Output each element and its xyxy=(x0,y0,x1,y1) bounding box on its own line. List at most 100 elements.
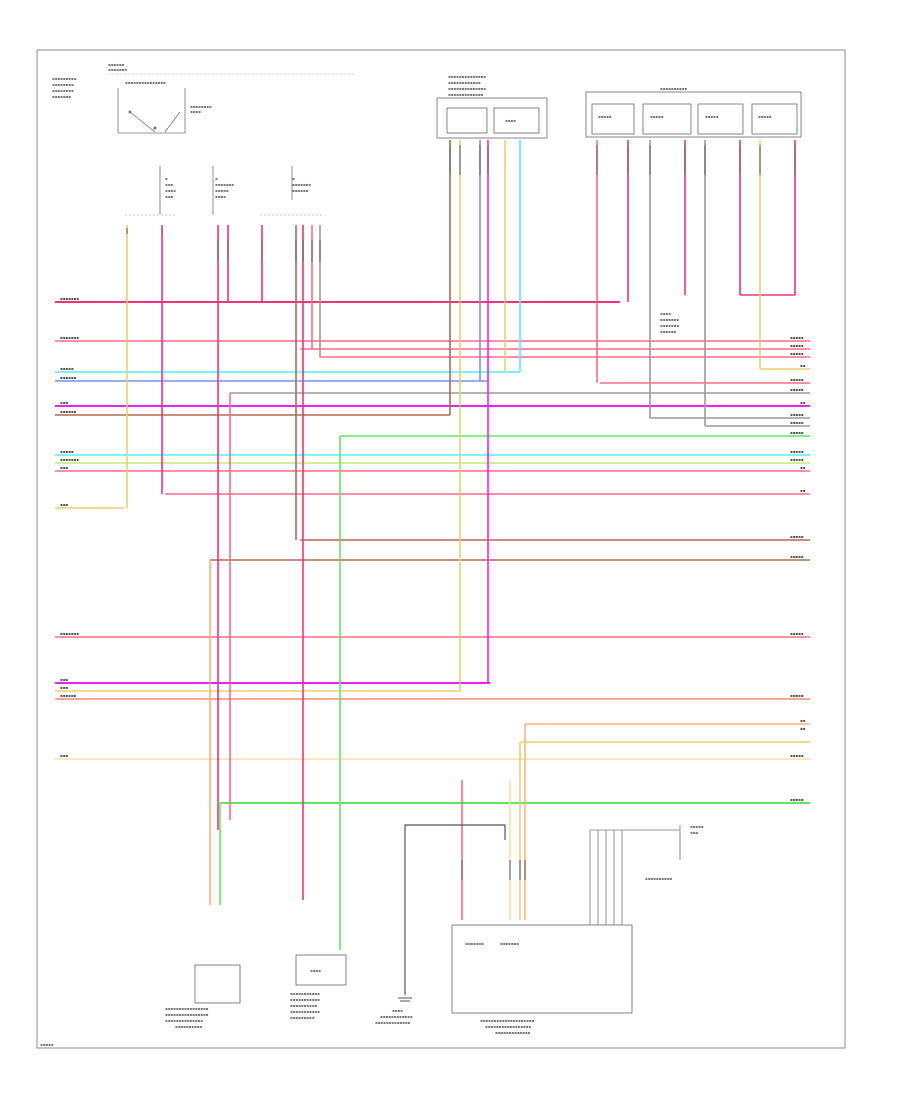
svg-text:▪▪▪: ▪▪▪ xyxy=(690,830,698,835)
svg-text:▪▪▪▪▪: ▪▪▪▪▪ xyxy=(790,351,804,356)
svg-text:▪▪▪▪▪▪▪▪▪▪▪: ▪▪▪▪▪▪▪▪▪▪▪ xyxy=(290,1009,320,1014)
svg-text:▪▪▪▪▪▪▪▪▪▪▪▪▪: ▪▪▪▪▪▪▪▪▪▪▪▪▪ xyxy=(495,1030,531,1035)
svg-text:▪▪▪▪▪▪▪▪▪▪▪▪▪▪▪▪▪: ▪▪▪▪▪▪▪▪▪▪▪▪▪▪▪▪▪ xyxy=(485,1024,531,1029)
svg-text:▪▪▪▪▪▪▪▪▪: ▪▪▪▪▪▪▪▪▪ xyxy=(290,1015,315,1020)
top-left-switch-area: ▪▪▪▪▪▪▪▪▪ ▪▪▪▪▪▪▪▪ ▪▪▪▪▪▪▪▪ ▪▪▪▪▪▪▪ ▪▪▪▪… xyxy=(52,62,355,134)
svg-text:▪▪▪▪▪: ▪▪▪▪▪ xyxy=(650,114,664,119)
svg-text:▪▪▪▪▪▪▪: ▪▪▪▪▪▪▪ xyxy=(215,182,234,187)
svg-text:▪: ▪ xyxy=(292,176,295,181)
svg-text:▪▪▪▪▪▪▪: ▪▪▪▪▪▪▪ xyxy=(60,296,79,301)
left-wire-labels: ▪▪▪▪▪▪▪ ▪▪▪▪▪▪▪ ▪▪▪▪▪ ▪▪▪▪▪▪ ▪▪▪ ▪▪▪▪▪▪ … xyxy=(60,296,79,758)
svg-text:▪▪▪▪▪▪▪: ▪▪▪▪▪▪▪ xyxy=(465,941,484,946)
svg-text:▪▪▪▪▪▪: ▪▪▪▪▪▪ xyxy=(60,693,77,698)
svg-text:▪▪▪: ▪▪▪ xyxy=(60,753,68,758)
svg-text:▪▪▪▪▪▪▪▪▪▪▪▪▪: ▪▪▪▪▪▪▪▪▪▪▪▪▪ xyxy=(375,1020,411,1025)
svg-text:▪▪▪▪▪▪▪▪▪▪: ▪▪▪▪▪▪▪▪▪▪ xyxy=(645,876,672,881)
svg-text:▪▪▪▪▪▪▪▪▪▪: ▪▪▪▪▪▪▪▪▪▪ xyxy=(290,1003,317,1008)
svg-text:▪▪▪▪▪▪▪: ▪▪▪▪▪▪▪ xyxy=(60,631,79,636)
svg-text:▪▪▪▪: ▪▪▪▪ xyxy=(190,109,201,114)
svg-text:▪▪▪▪▪▪▪▪▪▪▪: ▪▪▪▪▪▪▪▪▪▪▪ xyxy=(290,991,320,996)
svg-text:▪: ▪ xyxy=(165,176,168,181)
svg-text:▪: ▪ xyxy=(215,176,218,181)
horizontal-wires xyxy=(55,301,810,804)
svg-text:▪▪▪▪▪▪▪▪▪▪: ▪▪▪▪▪▪▪▪▪▪ xyxy=(660,86,687,91)
svg-text:▪▪: ▪▪ xyxy=(800,488,806,493)
svg-text:▪▪▪▪▪: ▪▪▪▪▪ xyxy=(790,753,804,758)
svg-text:▪▪▪▪▪▪▪▪▪▪▪▪▪▪▪▪: ▪▪▪▪▪▪▪▪▪▪▪▪▪▪▪▪ xyxy=(165,1012,209,1017)
svg-text:▪▪▪▪▪: ▪▪▪▪▪ xyxy=(790,631,804,636)
svg-text:▪▪▪▪▪▪: ▪▪▪▪▪▪ xyxy=(660,329,677,334)
svg-text:▪▪▪▪▪: ▪▪▪▪▪ xyxy=(790,797,804,802)
svg-text:▪▪▪▪: ▪▪▪▪ xyxy=(660,311,671,316)
svg-text:▪▪▪▪▪: ▪▪▪▪▪ xyxy=(598,114,612,119)
svg-text:▪▪▪: ▪▪▪ xyxy=(60,677,68,682)
svg-text:▪▪▪▪▪▪: ▪▪▪▪▪▪ xyxy=(108,62,125,67)
page-ref: ▪▪▪▪▪ xyxy=(40,1042,54,1047)
svg-text:▪▪▪▪▪: ▪▪▪▪▪ xyxy=(790,387,804,392)
svg-text:▪▪▪▪▪: ▪▪▪▪▪ xyxy=(60,366,74,371)
svg-text:▪▪▪▪▪▪▪▪▪▪▪▪▪▪: ▪▪▪▪▪▪▪▪▪▪▪▪▪▪ xyxy=(448,86,486,91)
svg-text:▪▪▪▪▪▪▪▪▪▪▪▪▪▪: ▪▪▪▪▪▪▪▪▪▪▪▪▪▪ xyxy=(165,1018,203,1023)
svg-text:▪▪▪▪: ▪▪▪▪ xyxy=(215,194,226,199)
svg-text:▪▪▪▪▪▪▪: ▪▪▪▪▪▪▪ xyxy=(500,941,519,946)
svg-text:▪▪▪▪▪▪: ▪▪▪▪▪▪ xyxy=(60,375,77,380)
svg-text:▪▪▪▪▪: ▪▪▪▪▪ xyxy=(790,420,804,425)
svg-text:▪▪▪: ▪▪▪ xyxy=(165,182,173,187)
svg-text:▪▪: ▪▪ xyxy=(800,465,806,470)
svg-text:▪▪▪▪▪▪▪▪▪▪▪: ▪▪▪▪▪▪▪▪▪▪▪ xyxy=(290,997,320,1002)
svg-text:▪▪▪: ▪▪▪ xyxy=(60,685,68,690)
bottom-left-sensor: ▪▪▪▪▪▪▪▪▪▪▪▪▪▪▪▪ ▪▪▪▪▪▪▪▪▪▪▪▪▪▪▪▪ ▪▪▪▪▪▪… xyxy=(165,964,241,1029)
svg-text:▪▪▪▪▪▪▪: ▪▪▪▪▪▪▪ xyxy=(660,323,679,328)
svg-text:▪▪▪▪▪: ▪▪▪▪▪ xyxy=(758,114,772,119)
svg-text:▪▪▪▪▪: ▪▪▪▪▪ xyxy=(790,335,804,340)
svg-text:▪▪▪▪▪▪▪▪▪▪▪▪▪▪▪▪: ▪▪▪▪▪▪▪▪▪▪▪▪▪▪▪▪ xyxy=(165,1006,209,1011)
bottom-right-control-module: ▪▪▪▪▪▪▪ ▪▪▪▪▪▪▪ ▪▪▪▪▪▪▪▪▪▪▪▪▪▪▪▪▪▪▪▪ ▪▪▪… xyxy=(451,824,704,1035)
svg-text:▪▪▪▪▪▪▪: ▪▪▪▪▪▪▪ xyxy=(660,317,679,322)
svg-text:▪▪▪▪▪▪▪▪▪▪: ▪▪▪▪▪▪▪▪▪▪ xyxy=(175,1024,202,1029)
svg-text:▪▪▪▪▪▪▪▪▪▪▪▪▪▪▪▪▪▪▪▪: ▪▪▪▪▪▪▪▪▪▪▪▪▪▪▪▪▪▪▪▪ xyxy=(480,1018,535,1023)
svg-text:▪▪▪▪▪▪: ▪▪▪▪▪▪ xyxy=(60,409,77,414)
svg-text:▪▪▪▪▪▪▪▪▪: ▪▪▪▪▪▪▪▪▪ xyxy=(52,76,77,81)
center-top-module: ▪▪▪▪▪▪▪▪▪▪▪▪▪▪ ▪▪▪▪▪▪▪▪▪▪▪▪ ▪▪▪▪▪▪▪▪▪▪▪▪… xyxy=(436,74,548,139)
svg-text:▪▪: ▪▪ xyxy=(800,718,806,723)
svg-text:▪▪▪▪▪: ▪▪▪▪▪ xyxy=(215,188,229,193)
svg-text:▪▪▪: ▪▪▪ xyxy=(60,465,68,470)
svg-text:▪▪: ▪▪ xyxy=(800,726,806,731)
svg-text:▪▪▪▪▪▪▪: ▪▪▪▪▪▪▪ xyxy=(60,335,79,340)
svg-text:▪▪▪: ▪▪▪ xyxy=(60,400,68,405)
svg-text:▪▪▪▪▪▪▪▪: ▪▪▪▪▪▪▪▪ xyxy=(52,88,74,93)
svg-text:▪▪▪▪: ▪▪▪▪ xyxy=(392,1008,403,1013)
vertical-wires xyxy=(126,140,796,995)
diagram-frame xyxy=(36,49,846,1049)
svg-text:▪▪▪▪▪: ▪▪▪▪▪ xyxy=(705,114,719,119)
svg-text:▪▪: ▪▪ xyxy=(800,363,806,368)
svg-text:▪▪: ▪▪ xyxy=(800,400,806,405)
fuel-injectors-module: ▪▪▪▪▪▪▪▪▪▪ ▪▪▪▪▪ ▪▪▪▪▪ ▪▪▪▪▪ ▪▪▪▪▪ ▪▪▪▪ … xyxy=(585,86,802,334)
ground-icon: ▪▪▪▪ ▪▪▪▪▪▪▪▪▪▪▪▪ ▪▪▪▪▪▪▪▪▪▪▪▪▪ xyxy=(375,997,413,1025)
mid-connector-labels: ▪ ▪▪▪ ▪▪▪▪ ▪▪▪ ▪ ▪▪▪▪▪▪▪ ▪▪▪▪▪ ▪▪▪▪ ▪ ▪▪… xyxy=(125,166,325,216)
right-wire-labels: ▪▪▪▪▪ ▪▪▪▪▪ ▪▪▪▪▪ ▪▪ ▪▪▪▪▪ ▪▪▪▪▪ ▪▪ ▪▪▪▪… xyxy=(790,335,806,802)
svg-text:▪▪▪▪: ▪▪▪▪ xyxy=(310,968,321,973)
svg-text:▪▪▪▪▪: ▪▪▪▪▪ xyxy=(790,377,804,382)
svg-text:▪▪▪▪▪: ▪▪▪▪▪ xyxy=(790,449,804,454)
svg-text:▪▪▪▪▪▪▪▪▪▪▪▪▪: ▪▪▪▪▪▪▪▪▪▪▪▪▪ xyxy=(448,92,484,97)
svg-text:▪▪▪▪▪▪▪▪▪▪▪▪▪▪▪: ▪▪▪▪▪▪▪▪▪▪▪▪▪▪▪ xyxy=(125,80,166,85)
svg-text:▪▪▪▪▪: ▪▪▪▪▪ xyxy=(790,343,804,348)
svg-text:▪▪▪▪: ▪▪▪▪ xyxy=(505,118,516,123)
svg-text:▪▪▪▪: ▪▪▪▪ xyxy=(165,188,176,193)
svg-text:▪▪▪▪▪: ▪▪▪▪▪ xyxy=(790,457,804,462)
svg-text:▪▪▪▪▪▪▪: ▪▪▪▪▪▪▪ xyxy=(292,182,311,187)
svg-text:▪▪▪▪▪▪▪: ▪▪▪▪▪▪▪ xyxy=(108,67,127,72)
svg-text:▪▪▪: ▪▪▪ xyxy=(60,502,68,507)
svg-text:▪▪▪▪▪: ▪▪▪▪▪ xyxy=(690,824,704,829)
connector-pin-icon xyxy=(126,145,796,985)
svg-text:▪▪▪▪▪▪▪▪▪▪▪▪: ▪▪▪▪▪▪▪▪▪▪▪▪ xyxy=(380,1014,413,1019)
svg-text:▪▪▪▪▪: ▪▪▪▪▪ xyxy=(60,449,74,454)
svg-text:▪▪▪▪▪▪▪▪: ▪▪▪▪▪▪▪▪ xyxy=(52,82,74,87)
svg-text:▪▪▪▪▪: ▪▪▪▪▪ xyxy=(790,554,804,559)
svg-text:▪▪▪▪▪: ▪▪▪▪▪ xyxy=(790,412,804,417)
switch-contact-icon xyxy=(117,88,186,134)
svg-text:▪▪▪▪▪▪▪: ▪▪▪▪▪▪▪ xyxy=(60,457,79,462)
